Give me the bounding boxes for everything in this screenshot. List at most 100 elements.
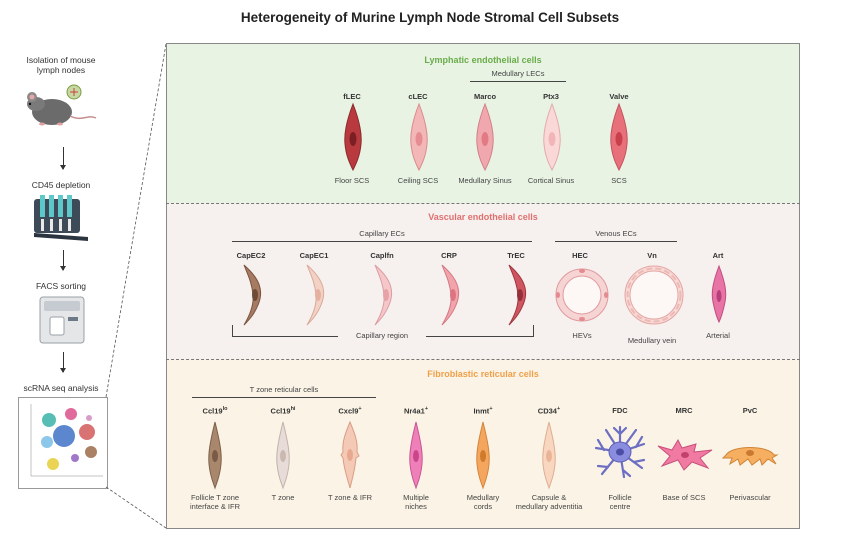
step-isolation-line1: Isolation of mouse: [26, 55, 96, 65]
cell-desc-ptx3: Cortical Sinus: [527, 176, 575, 185]
ccl19lo-desc-2: interface & IFR: [189, 502, 241, 511]
mrc-cell-icon: [657, 438, 713, 471]
marco-cell-icon: [476, 102, 494, 172]
mouse-icon: [27, 84, 97, 126]
cxcl9-sup: +: [358, 406, 362, 412]
nr4a1-desc-2: niches: [405, 502, 427, 511]
lec-title: Lymphatic endothelial cells: [424, 55, 542, 65]
arrow-1: [60, 147, 66, 170]
cxcl9-cell-icon: [340, 420, 360, 489]
fdc-desc-1: Follicle: [608, 493, 632, 502]
ccl19hi-cell-icon: [276, 421, 290, 490]
vec-title: Vascular endothelial cells: [428, 212, 538, 222]
fdc-cell-icon: [594, 425, 646, 479]
cell-desc-cxcl9: T zone & IFR: [327, 493, 373, 502]
cell-desc-hec: HEVs: [572, 331, 592, 340]
cell-name-fdc: FDC: [612, 406, 628, 415]
hev-ring-icon: [555, 268, 609, 322]
medullary-lecs-bracket: [470, 81, 566, 82]
cell-name-valve: Valve: [609, 92, 629, 101]
cell-name-ccl19lo: Ccl19lo: [170, 406, 260, 416]
ccl19lo-name: Ccl19: [202, 406, 223, 416]
cell-name-trec: TrEC: [507, 251, 525, 260]
ccl19lo-cell-icon: [208, 421, 222, 490]
cell-name-capec2: CapEC2: [236, 251, 266, 260]
cell-name-marco: Marco: [473, 92, 497, 101]
cell-desc-pvc: Perivascular: [729, 493, 771, 502]
pvc-cell-icon: [721, 447, 779, 466]
cell-desc-ccl19hi: T zone: [271, 493, 295, 502]
nr4a1-desc-1: Multiple: [403, 493, 429, 502]
vein-ring-icon: [624, 265, 684, 325]
venous-ecs-label: Venous ECs: [595, 229, 637, 238]
vec-panel: [166, 203, 800, 359]
cell-name-caplfn: Caplfn: [370, 251, 394, 260]
nr4a1-name: Nr4a1: [403, 406, 425, 416]
inmt-cell-icon: [476, 421, 490, 490]
frc-title: Fibroblastic reticular cells: [427, 369, 539, 379]
cell-desc-mrc: Base of SCS: [662, 493, 706, 502]
caplfn-cell-icon: [374, 264, 393, 326]
inmt-name: Inmt: [473, 406, 490, 416]
tzone-reticular-bracket: [192, 397, 376, 398]
facs-machine-icon: [39, 296, 85, 344]
cd34-name: CD34: [537, 406, 557, 416]
capillary-ecs-label: Capillary ECs: [359, 229, 405, 238]
nr4a1-sup: +: [424, 406, 429, 412]
cell-name-inmt: Inmt+: [438, 406, 528, 416]
tzone-reticular-label: T zone reticular cells: [249, 385, 319, 394]
cell-name-vn: Vn: [647, 251, 657, 260]
ccl19lo-desc-1: Follicle T zone: [190, 493, 240, 502]
cd34-desc-1: Capsule &: [531, 493, 567, 502]
cell-name-flec: fLEC: [343, 92, 361, 101]
cell-desc-cd34: Capsule &medullary adventitia: [499, 493, 599, 511]
cell-desc-flec: Floor SCS: [334, 176, 370, 185]
cell-name-capec1: CapEC1: [299, 251, 329, 260]
ccl19hi-sup: hi: [290, 406, 296, 412]
figure-title: Heterogeneity of Murine Lymph Node Strom…: [240, 10, 620, 25]
cell-name-hec: HEC: [572, 251, 588, 260]
capillary-region-label: Capillary region: [338, 331, 426, 340]
step-isolation-label: Isolation of mouse lymph nodes: [6, 55, 116, 75]
cd34-desc-2: medullary adventitia: [515, 502, 583, 511]
divider-lec-vec: [166, 203, 800, 204]
cell-desc-art: Arterial: [706, 331, 730, 340]
divider-vec-frc: [166, 359, 800, 360]
step-facs-label: FACS sorting: [35, 281, 87, 291]
capec2-cell-icon: [243, 264, 262, 326]
valve-cell-icon: [610, 102, 628, 172]
fdc-desc-2: centre: [609, 502, 631, 511]
cell-name-nr4a1: Nr4a1+: [371, 406, 461, 416]
inmt-desc-2: cords: [473, 502, 493, 511]
step-cd45-label: CD45 depletion: [31, 180, 91, 190]
arterial-cell-icon: [711, 264, 727, 324]
cd34-sup: +: [556, 406, 561, 412]
ccl19lo-sup: lo: [222, 406, 228, 412]
crp-cell-icon: [441, 264, 460, 326]
venous-ecs-bracket: [555, 241, 677, 242]
nr4a1-cell-icon: [409, 421, 423, 490]
arrow-3: [60, 352, 66, 373]
inmt-desc-1: Medullary: [466, 493, 500, 502]
trec-cell-icon: [508, 264, 527, 326]
magnetic-column-icon: [34, 195, 88, 241]
cell-desc-valve: SCS: [611, 176, 627, 185]
capillary-ecs-bracket: [232, 241, 532, 242]
cell-name-clec: cLEC: [408, 92, 428, 101]
cell-name-mrc: MRC: [675, 406, 693, 415]
cell-name-cxcl9: Cxcl9+: [305, 406, 395, 416]
inmt-sup: +: [489, 406, 493, 412]
clec-cell-icon: [410, 102, 428, 172]
cd34-cell-icon: [542, 421, 556, 490]
ccl19hi-name: Ccl19: [270, 406, 291, 416]
arrow-2: [60, 250, 66, 271]
cell-desc-clec: Ceiling SCS: [397, 176, 439, 185]
cell-name-cd34: CD34+: [504, 406, 594, 416]
medullary-lecs-label: Medullary LECs: [491, 69, 545, 78]
capec1-cell-icon: [306, 264, 325, 326]
cell-desc-marco: Medullary Sinus: [458, 176, 512, 185]
